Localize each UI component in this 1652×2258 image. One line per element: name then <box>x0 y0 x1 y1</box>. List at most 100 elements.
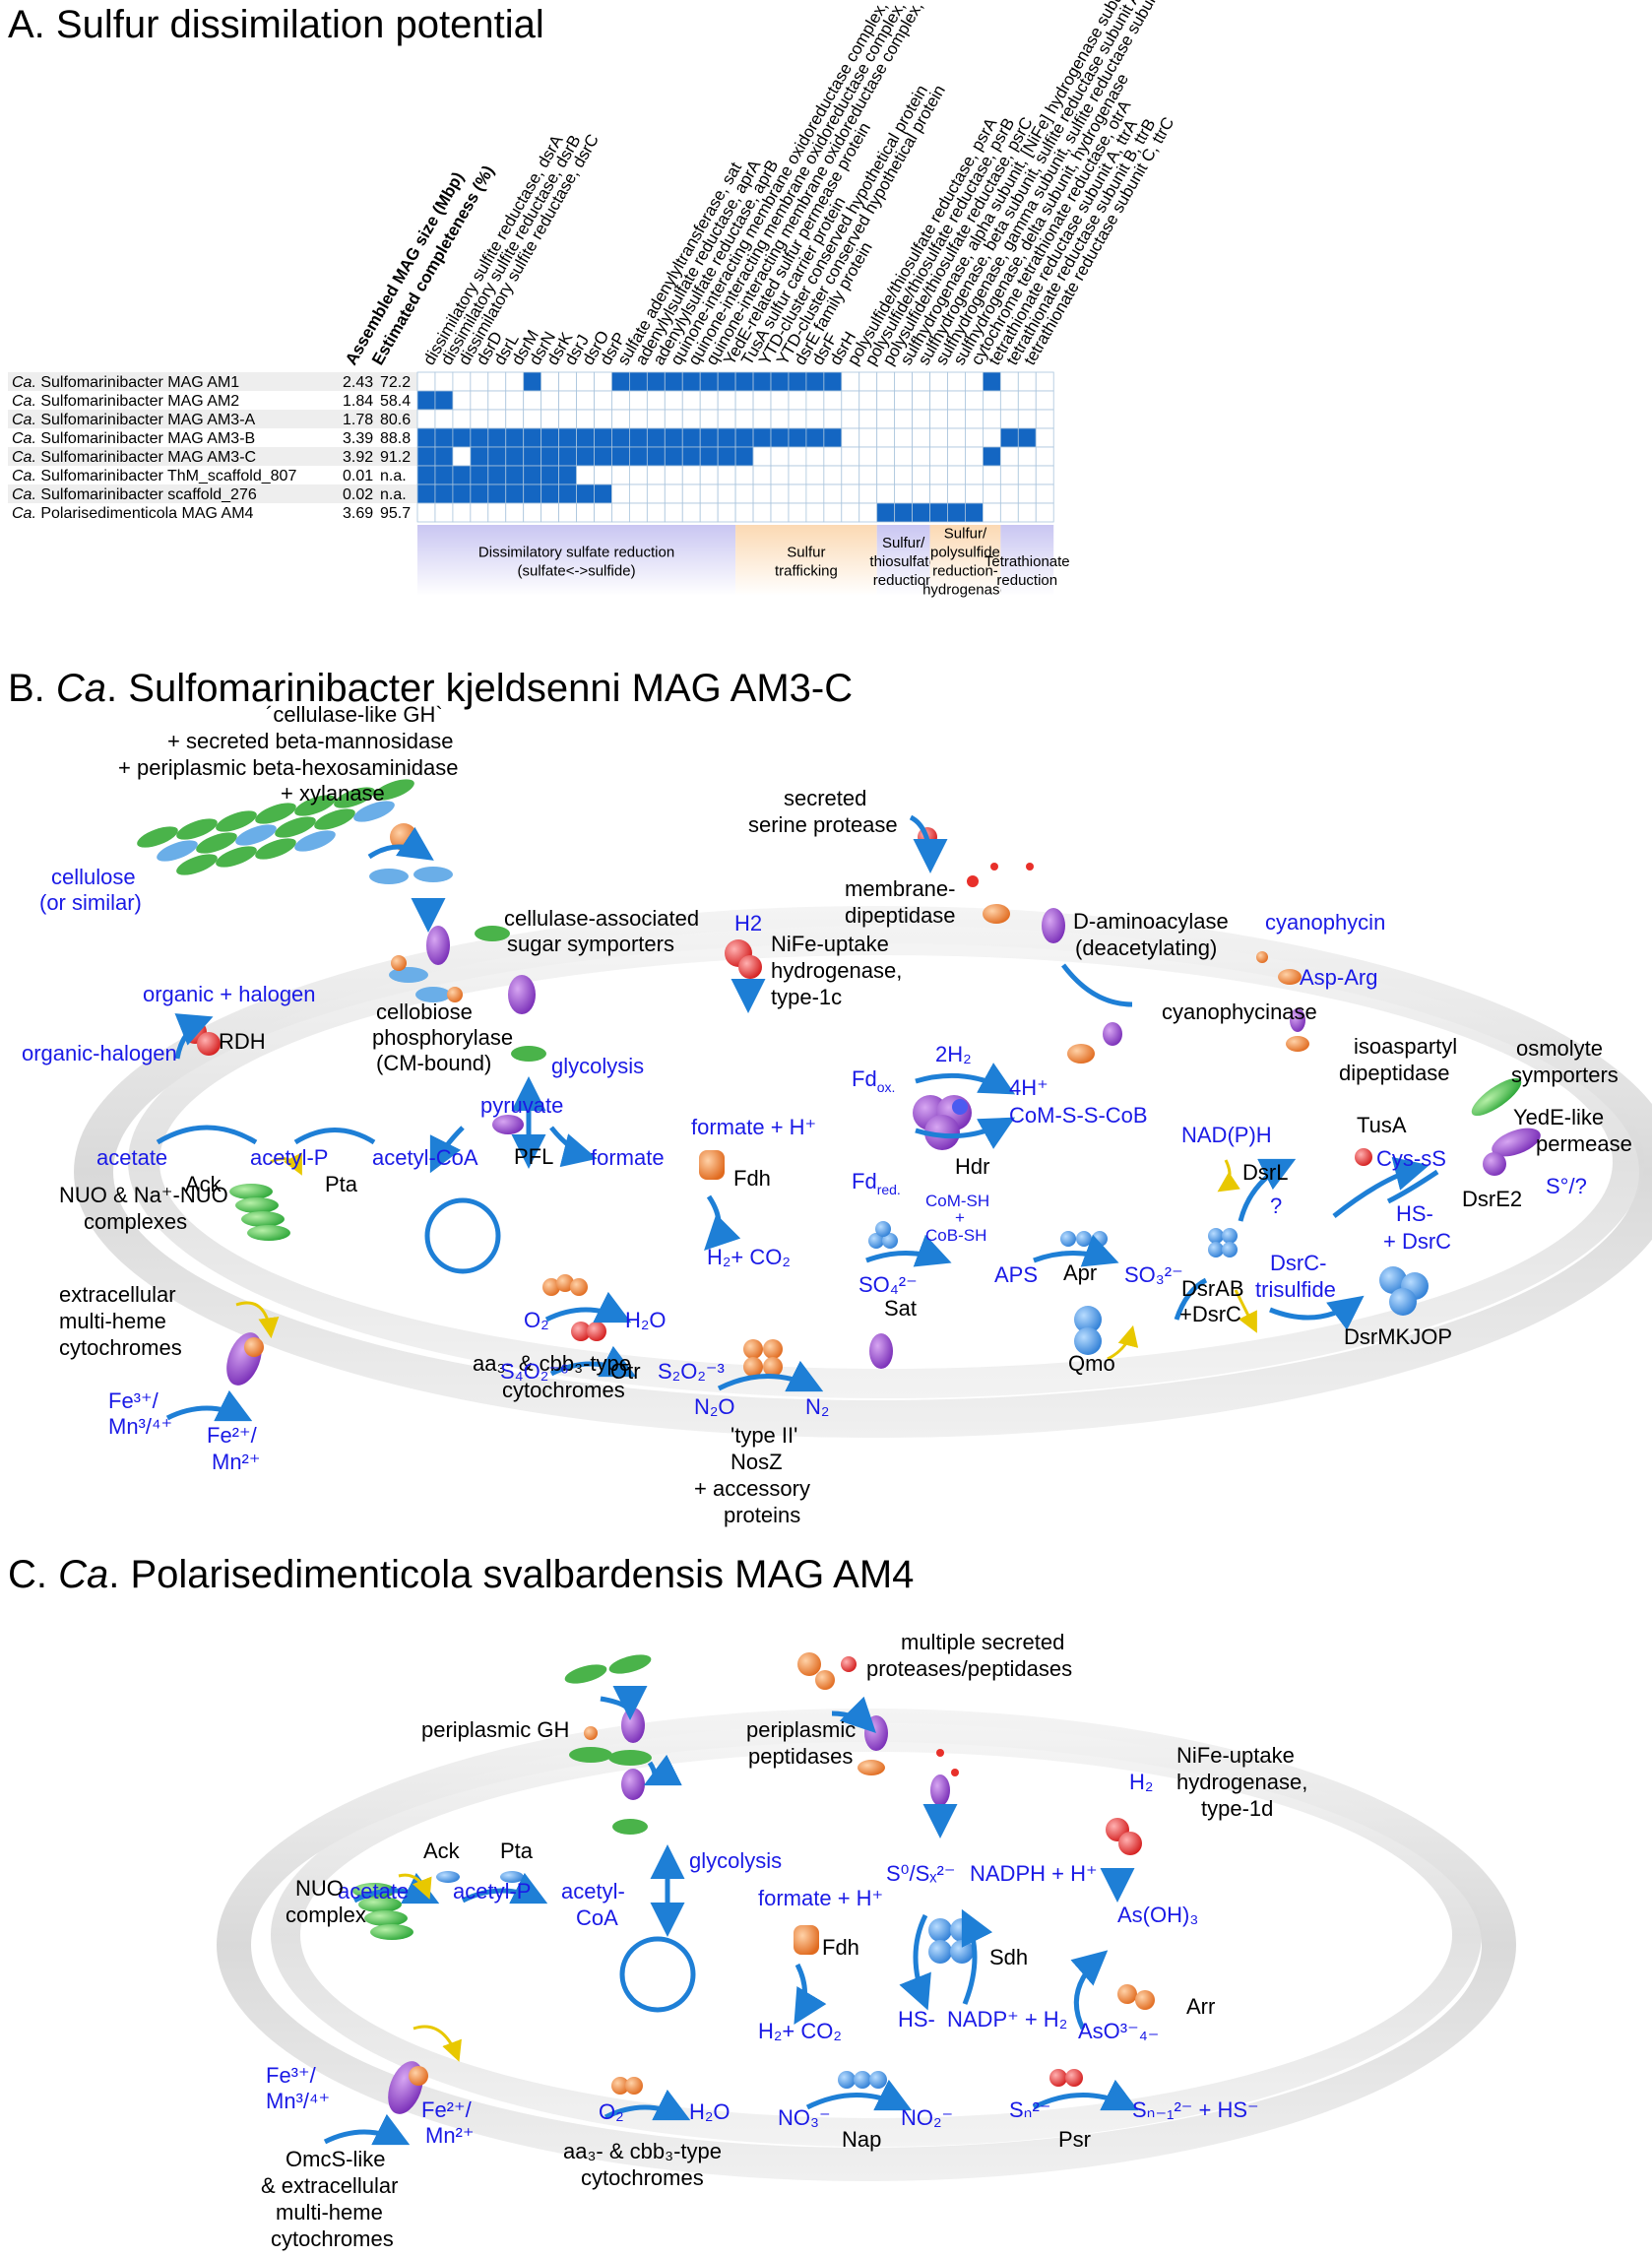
pfl-label: PFL <box>514 1144 553 1169</box>
heatmap-cell <box>540 409 560 429</box>
mag-size: 3.39 <box>343 430 373 447</box>
heatmap-cell <box>805 427 825 448</box>
heatmap-cell <box>999 427 1019 448</box>
psr-label: Psr <box>1058 2127 1091 2152</box>
heatmap-cell <box>894 371 914 392</box>
heatmap-cell <box>699 390 719 411</box>
heatmap-cell <box>611 502 630 523</box>
gh-label-3: + periplasmic beta-hexosaminidase <box>118 755 458 780</box>
h2o-c-label: H₂O <box>689 2099 731 2124</box>
completeness: 80.6 <box>380 412 411 428</box>
s0-label: S°/? <box>1546 1174 1587 1198</box>
extracellular-label-1: extracellular <box>59 1282 176 1307</box>
heatmap-cell <box>858 465 878 485</box>
heatmap-cell <box>416 484 436 504</box>
heatmap-cell <box>717 371 736 392</box>
heatmap-cell <box>629 446 648 467</box>
heatmap-cell <box>823 484 843 504</box>
heatmap-cell <box>487 427 507 448</box>
heatmap-cell <box>1035 390 1054 411</box>
pathway-group-band: Dissimilatory sulfate reduction(sulfate<… <box>417 525 736 596</box>
heatmap-cell <box>823 427 843 448</box>
heatmap-cell <box>505 371 525 392</box>
h2-label-c: H₂ <box>1129 1770 1153 1794</box>
heatmap-cell <box>841 465 860 485</box>
heatmap-cell <box>734 409 754 429</box>
mn2-label: Mn²⁺ <box>212 1450 261 1474</box>
heatmap-cell <box>876 465 896 485</box>
heatmap-cell <box>505 409 525 429</box>
heatmap-cell <box>611 465 630 485</box>
heatmap-cell <box>734 371 754 392</box>
heatmap-cell <box>452 371 472 392</box>
heatmap-cell <box>523 502 542 523</box>
h2-co2-c-label: H₂+ CO₂ <box>758 2019 842 2043</box>
d-aminoacylase-label: D-aminoacylase <box>1073 909 1229 934</box>
heatmap-cell <box>823 502 843 523</box>
heatmap-cell <box>540 371 560 392</box>
heatmap-cell <box>416 371 436 392</box>
heatmap-cell <box>699 465 719 485</box>
dsrc-label: + DsrC <box>1383 1229 1451 1254</box>
heatmap-cell <box>770 371 790 392</box>
heatmap-cell <box>983 502 1001 523</box>
protein-shapes-b <box>183 823 1541 1386</box>
heatmap-cell <box>629 502 648 523</box>
mag-size: 3.69 <box>343 505 373 522</box>
formate-label: formate <box>591 1145 665 1170</box>
heatmap-cell <box>929 390 948 411</box>
heatmap-cell <box>576 390 595 411</box>
acetyl-coa-label: acetyl-CoA <box>372 1145 478 1170</box>
heatmap-cell <box>894 502 914 523</box>
fdh-label: Fdh <box>733 1166 771 1191</box>
heatmap-cell <box>770 409 790 429</box>
qmo-label: Qmo <box>1068 1351 1115 1376</box>
heatmap-cell <box>434 427 454 448</box>
heatmap-cell <box>805 484 825 504</box>
heatmap-cell <box>947 465 966 485</box>
heatmap-cell <box>434 502 454 523</box>
heatmap-cell <box>470 409 489 429</box>
heatmap-cell <box>823 409 843 429</box>
yede-label-2: permease <box>1536 1131 1632 1156</box>
heatmap-cell <box>999 371 1019 392</box>
fd-red-label: Fdred. <box>852 1169 901 1197</box>
completeness: 88.8 <box>380 430 411 447</box>
rdh-label: RDH <box>219 1029 266 1054</box>
periplasmic-gh-label: periplasmic GH <box>421 1717 569 1742</box>
com-s-s-cob-label: CoM-S-S-CoB <box>1009 1103 1148 1128</box>
dsrc-tri-label-2: trisulfide <box>1255 1277 1336 1302</box>
electron-arrows-b <box>235 1152 1257 1361</box>
heatmap-cell <box>983 390 1001 411</box>
heatmap-cell <box>876 502 896 523</box>
heatmap-cell <box>947 446 966 467</box>
heatmap-cell <box>947 427 966 448</box>
no3-label: NO₃⁻ <box>778 2105 831 2130</box>
heatmap-cell <box>947 371 966 392</box>
nosz-label-1: 'type II' <box>731 1423 797 1448</box>
heatmap-cell <box>487 484 507 504</box>
heatmap-cell <box>734 465 754 485</box>
heatmap-cell <box>664 409 683 429</box>
heatmap-cell <box>646 427 666 448</box>
heatmap-cell <box>947 409 966 429</box>
s0-sx-label: S⁰/Sₓ²⁻ <box>886 1861 955 1886</box>
heatmap-cell <box>611 371 630 392</box>
sat-label: Sat <box>884 1296 917 1321</box>
heatmap-cell <box>752 502 772 523</box>
pathway-group-label: hydrogenase <box>922 582 1008 599</box>
heatmap-cell <box>947 390 966 411</box>
heatmap-cell <box>717 427 736 448</box>
nosz-label-2: NosZ <box>731 1450 783 1474</box>
heatmap-cell <box>523 390 542 411</box>
heatmap-cell <box>505 465 525 485</box>
heatmap-cell <box>752 409 772 429</box>
electron-arrows-c <box>398 1873 462 2062</box>
heatmap-cell <box>788 409 807 429</box>
heatmap-cell <box>681 484 701 504</box>
glycolysis-c-label: glycolysis <box>689 1848 782 1873</box>
pathway-group-label: reduction <box>873 572 934 589</box>
heatmap-cell <box>983 484 1001 504</box>
mag-size: 2.43 <box>343 374 373 391</box>
